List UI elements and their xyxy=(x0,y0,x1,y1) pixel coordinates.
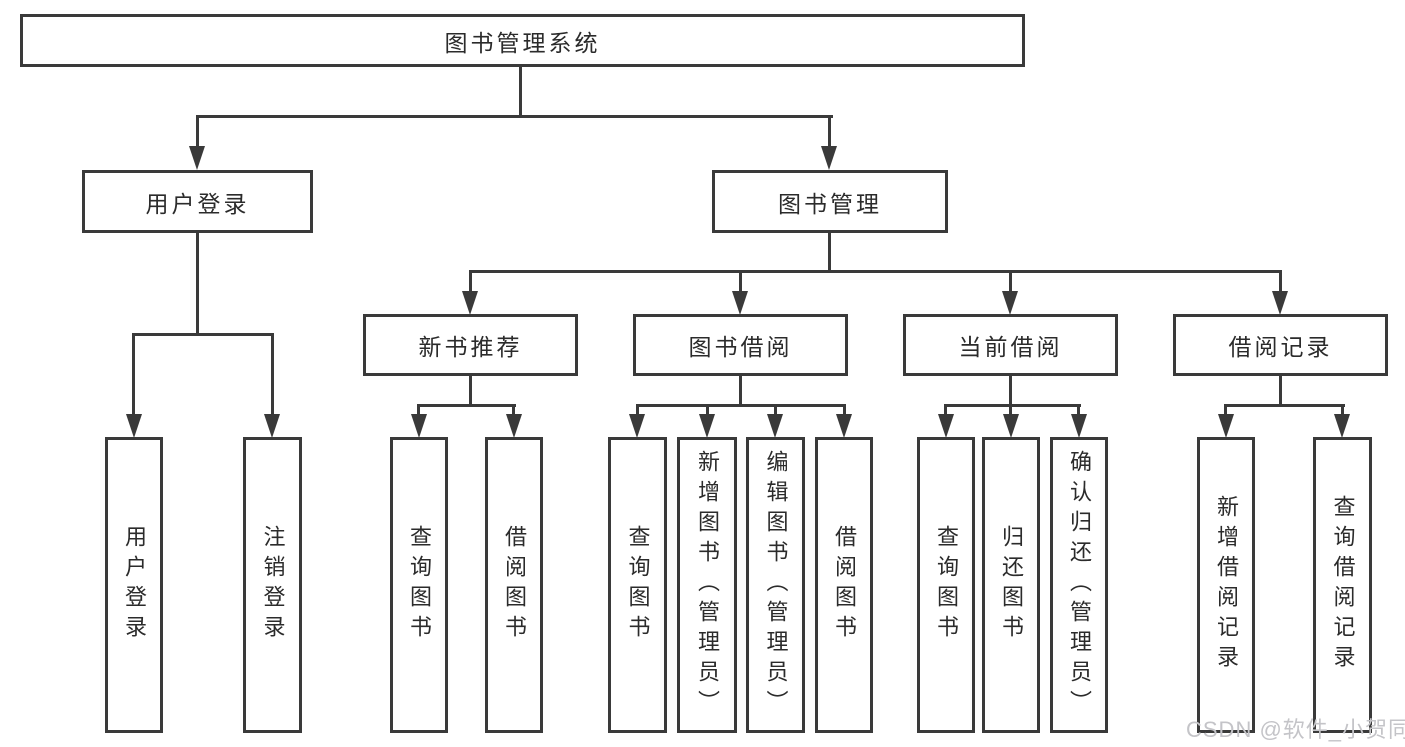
leaf-logout: 注销登录 xyxy=(243,437,302,733)
connector-line xyxy=(512,404,515,416)
arrow-down-icon xyxy=(506,414,522,438)
arrow-down-icon xyxy=(462,291,478,315)
connector-line xyxy=(706,404,709,416)
connector-line xyxy=(469,376,472,406)
connector-line xyxy=(944,404,947,416)
arrow-down-icon xyxy=(938,414,954,438)
leaf-query-books: 查询图书 xyxy=(917,437,975,733)
connector-line xyxy=(132,333,274,336)
arrow-down-icon xyxy=(629,414,645,438)
arrow-down-icon xyxy=(836,414,852,438)
connector-line xyxy=(1224,404,1345,407)
node-borrowing-records: 借阅记录 xyxy=(1173,314,1388,376)
arrow-down-icon xyxy=(264,414,280,438)
node-book-management-system: 图书管理系统 xyxy=(20,14,1025,67)
arrow-down-icon xyxy=(1218,414,1234,438)
arrow-down-icon xyxy=(1334,414,1350,438)
node-new-book-recommendation: 新书推荐 xyxy=(363,314,578,376)
arrow-down-icon xyxy=(411,414,427,438)
connector-line xyxy=(843,404,846,416)
connector-line xyxy=(1077,404,1080,416)
connector-line xyxy=(828,115,831,149)
leaf-add-books-admin: 新增图书（管理员） xyxy=(677,437,737,733)
connector-line xyxy=(1341,404,1344,416)
connector-line xyxy=(196,115,833,118)
arrow-down-icon xyxy=(767,414,783,438)
connector-line xyxy=(1279,376,1282,406)
leaf-borrow-books: 借阅图书 xyxy=(815,437,873,733)
connector-line xyxy=(196,233,199,336)
arrow-down-icon xyxy=(1071,414,1087,438)
connector-line xyxy=(417,404,516,407)
connector-line xyxy=(196,115,199,149)
connector-line xyxy=(1009,404,1012,416)
arrow-down-icon xyxy=(699,414,715,438)
arrow-down-icon xyxy=(126,414,142,438)
leaf-borrow-books: 借阅图书 xyxy=(485,437,543,733)
connector-line xyxy=(774,404,777,416)
connector-line xyxy=(271,333,274,417)
connector-line xyxy=(1009,270,1012,293)
leaf-edit-books-admin: 编辑图书（管理员） xyxy=(746,437,805,733)
leaf-query-borrow-record: 查询借阅记录 xyxy=(1313,437,1372,733)
connector-line xyxy=(1009,376,1012,406)
node-current-borrowing: 当前借阅 xyxy=(903,314,1118,376)
connector-line xyxy=(739,376,742,406)
connector-line xyxy=(417,404,420,416)
node-book-management: 图书管理 xyxy=(712,170,948,233)
arrow-down-icon xyxy=(821,146,837,170)
arrow-down-icon xyxy=(1003,414,1019,438)
leaf-user-login: 用户登录 xyxy=(105,437,163,733)
node-user-login: 用户登录 xyxy=(82,170,313,233)
leaf-query-books: 查询图书 xyxy=(390,437,448,733)
connector-line xyxy=(828,233,831,273)
leaf-query-books: 查询图书 xyxy=(608,437,667,733)
connector-line xyxy=(739,270,742,293)
connector-line xyxy=(636,404,846,407)
arrow-down-icon xyxy=(732,291,748,315)
arrow-down-icon xyxy=(1002,291,1018,315)
connector-line xyxy=(636,404,639,416)
arrow-down-icon xyxy=(1272,291,1288,315)
connector-line xyxy=(469,270,1282,273)
connector-line xyxy=(944,404,1081,407)
node-book-borrowing: 图书借阅 xyxy=(633,314,848,376)
connector-line xyxy=(1279,270,1282,293)
connector-line xyxy=(469,270,472,293)
connector-line xyxy=(1224,404,1227,416)
leaf-return-books: 归还图书 xyxy=(982,437,1040,733)
connector-line xyxy=(519,67,522,118)
connector-line xyxy=(132,333,135,417)
leaf-add-borrow-record: 新增借阅记录 xyxy=(1197,437,1255,733)
csdn-watermark: CSDN @软件_小贺同学 xyxy=(1186,717,1405,742)
leaf-confirm-return-admin: 确认归还（管理员） xyxy=(1050,437,1108,733)
arrow-down-icon xyxy=(189,146,205,170)
